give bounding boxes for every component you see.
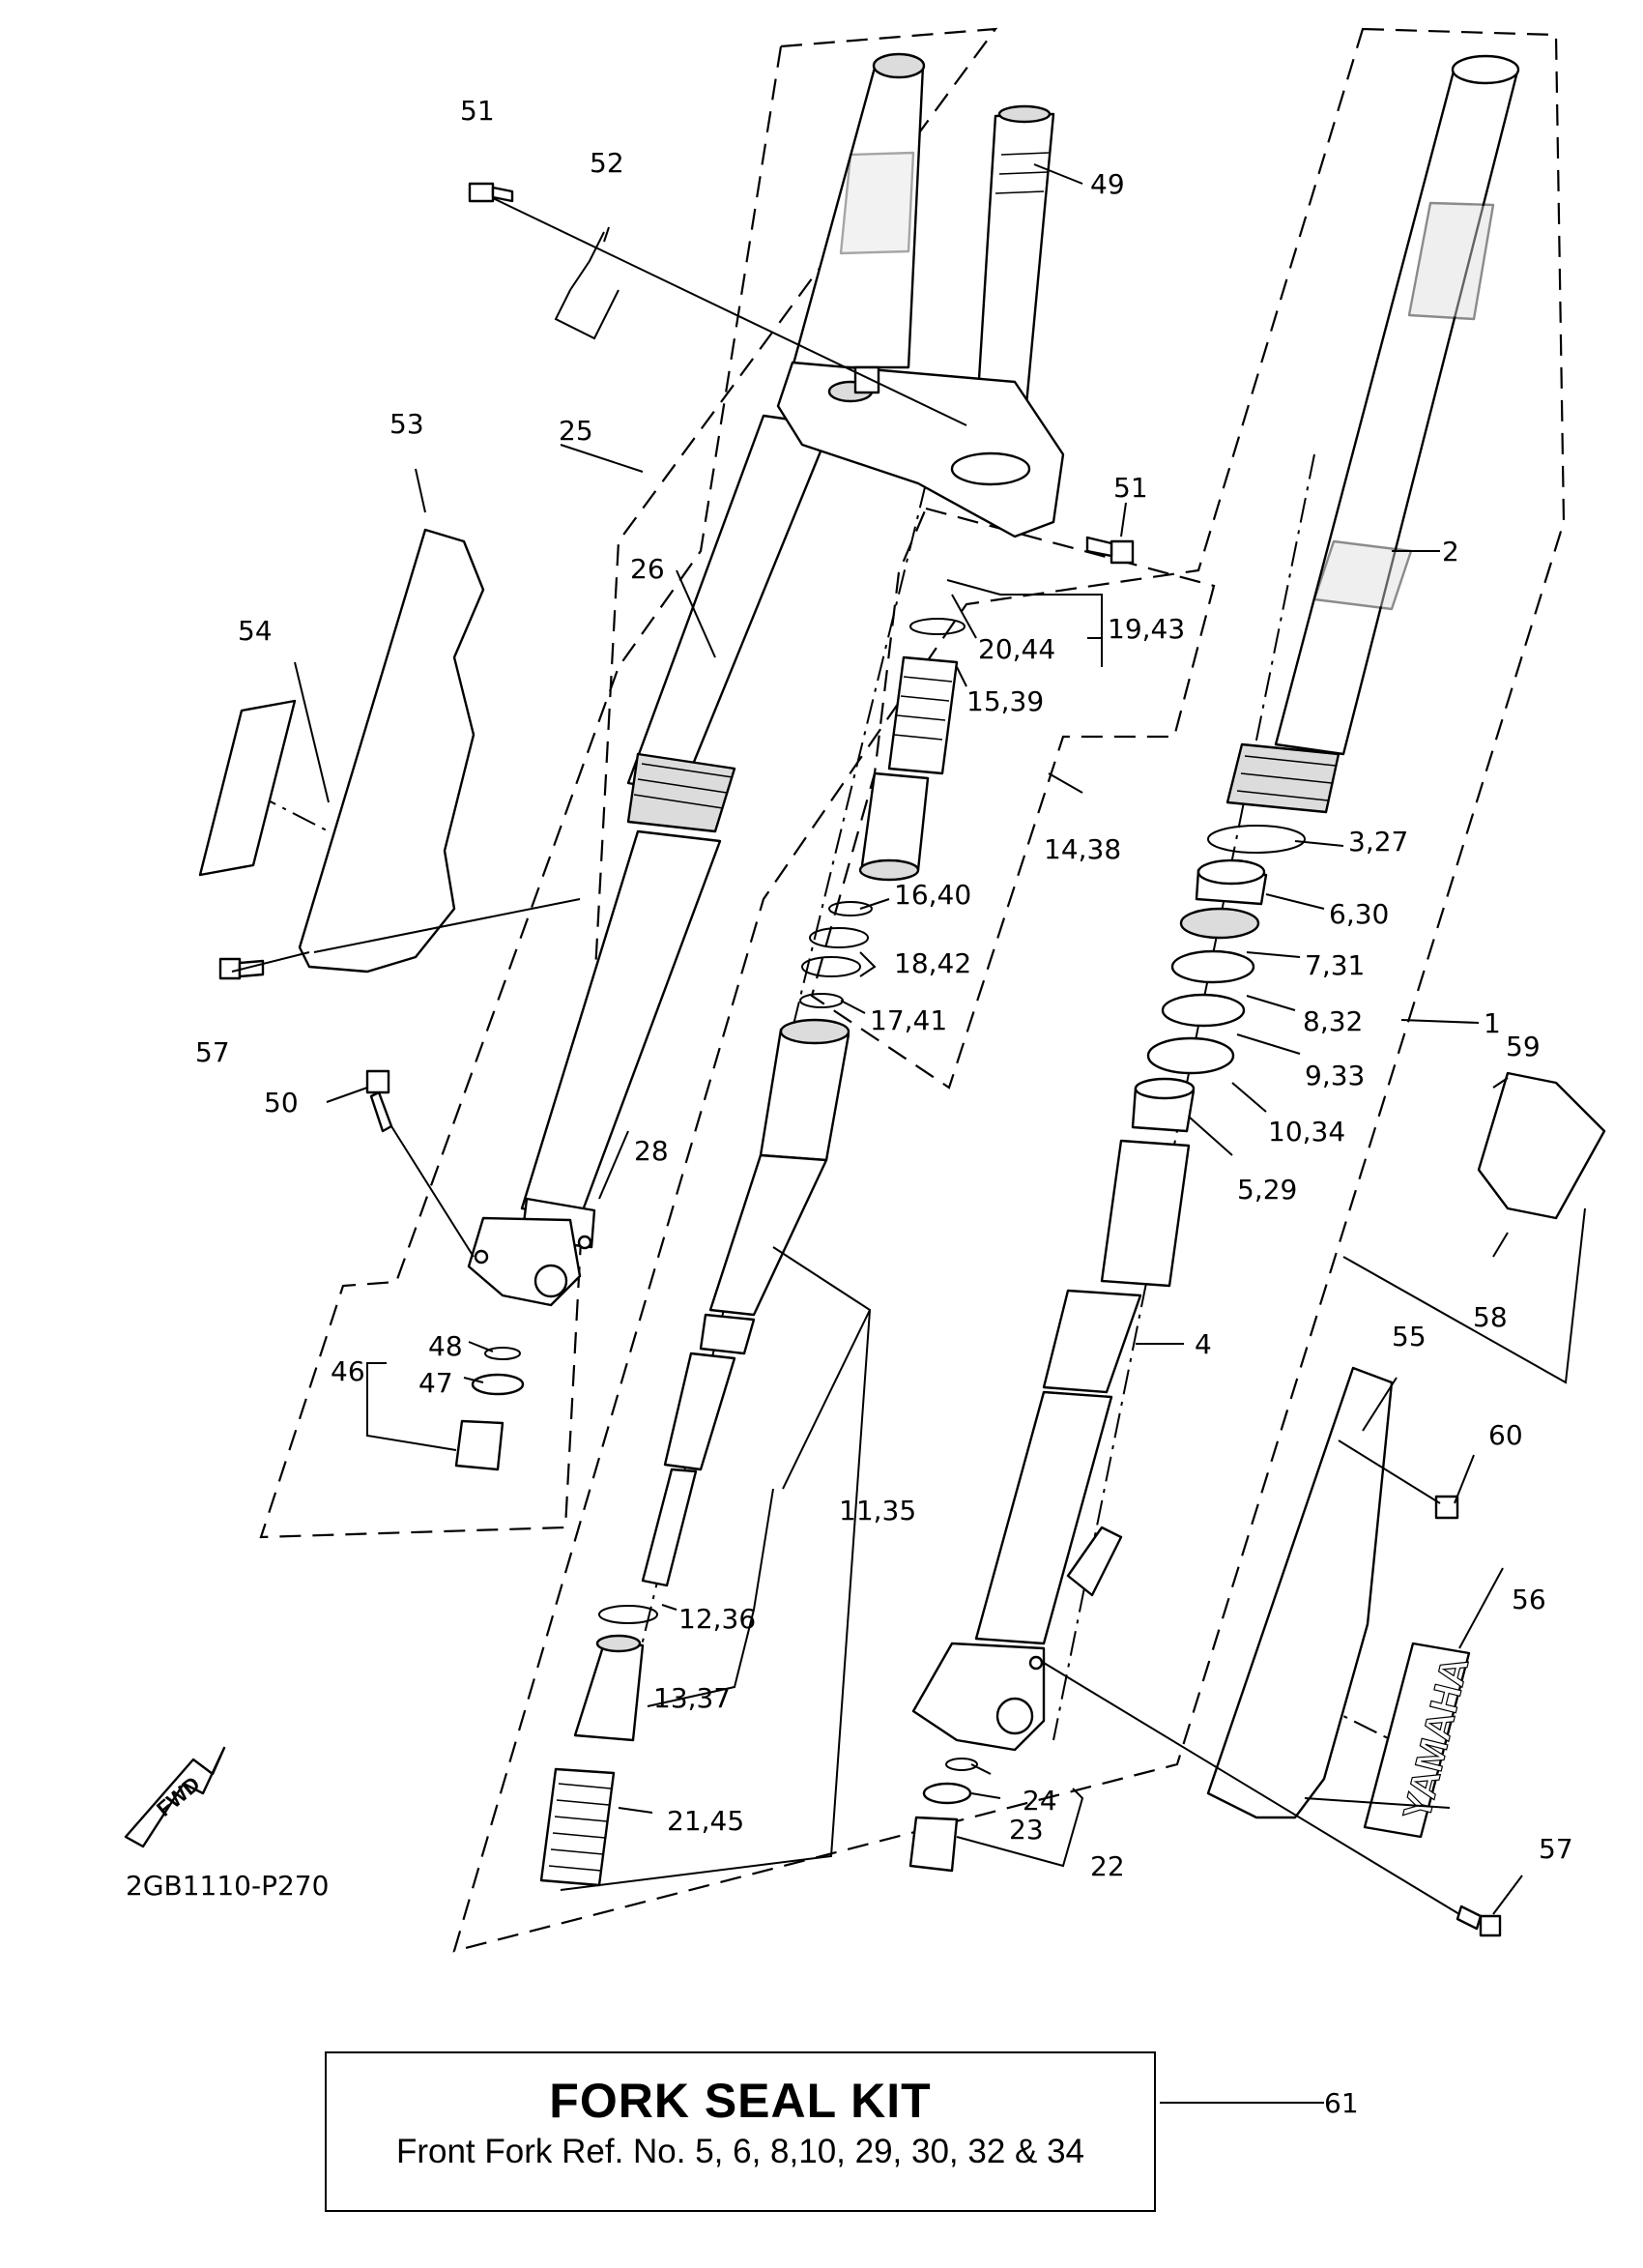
callout-25: 25 — [559, 415, 593, 447]
callout-5-29: 5,29 — [1237, 1174, 1297, 1206]
outer-fork-tube-2 — [1225, 54, 1520, 814]
oil-lock-13 — [573, 1605, 658, 1742]
lower-tube-4 — [974, 1139, 1191, 1645]
kit-title: FORK SEAL KIT — [549, 2074, 932, 2128]
callout-20-44: 20,44 — [978, 633, 1055, 665]
callout-11-35: 11,35 — [839, 1495, 916, 1527]
washer-47-48 — [454, 1347, 525, 1471]
bolt-51-right — [1085, 536, 1135, 565]
clip-52 — [554, 231, 620, 340]
callout-13-37: 13,37 — [653, 1682, 731, 1714]
callouts: 51 52 49 53 25 26 54 51 2 19,43 20,44 15… — [126, 95, 1573, 2119]
nut-60 — [1434, 1495, 1459, 1520]
callout-54: 54 — [238, 615, 273, 647]
callout-51-right: 51 — [1113, 472, 1148, 504]
damper-cylinder-11 — [641, 1018, 850, 1587]
diagram-code: 2GB1110-P270 — [126, 1870, 329, 1902]
callout-52: 52 — [590, 147, 624, 179]
axle-bracket-28 — [467, 1216, 592, 1307]
callout-19-43: 19,43 — [1108, 613, 1185, 645]
callout-28: 28 — [634, 1135, 669, 1167]
callout-57-left: 57 — [195, 1036, 230, 1068]
bolt-50 — [365, 1069, 393, 1133]
callout-58: 58 — [1473, 1301, 1508, 1333]
assembly-outline-14 — [810, 507, 1216, 1090]
guard-pad-59 — [1477, 1071, 1606, 1220]
callout-16-40: 16,40 — [894, 879, 971, 911]
axle-bracket-right — [911, 1642, 1046, 1752]
bolt-57-right — [1456, 1905, 1502, 1937]
callout-6-30: 6,30 — [1329, 898, 1389, 930]
callout-10-34: 10,34 — [1268, 1116, 1345, 1148]
inner-fork-tube-26 — [520, 52, 926, 1249]
damper-rod-15 — [858, 618, 966, 882]
callout-1: 1 — [1484, 1007, 1501, 1039]
callout-2: 2 — [1442, 536, 1459, 567]
washer-23-24 — [908, 1758, 978, 1873]
bolt-51-top — [468, 182, 514, 203]
callout-9-33: 9,33 — [1305, 1060, 1365, 1091]
callout-49: 49 — [1090, 168, 1125, 200]
decal-54 — [198, 699, 297, 877]
callout-57-right: 57 — [1539, 1833, 1573, 1865]
callout-23: 23 — [1009, 1814, 1044, 1846]
callout-61: 61 — [1324, 2087, 1359, 2119]
assembly-outline-1 — [452, 27, 1566, 1953]
callout-59: 59 — [1506, 1031, 1541, 1062]
assembly-outline-25 — [259, 27, 998, 1539]
callout-15-39: 15,39 — [966, 685, 1044, 717]
callout-55: 55 — [1392, 1321, 1427, 1352]
callout-18-42: 18,42 — [894, 947, 971, 979]
fwd-arrow: FWD — [124, 1746, 226, 1848]
callout-47: 47 — [418, 1367, 453, 1399]
callout-24: 24 — [1023, 1785, 1057, 1817]
callout-60: 60 — [1488, 1419, 1523, 1451]
callout-12-36: 12,36 — [678, 1603, 756, 1635]
fork-seal-kit-box: FORK SEAL KIT Front Fork Ref. No. 5, 6, … — [325, 2051, 1156, 2212]
callout-3-27: 3,27 — [1348, 826, 1408, 858]
callout-4: 4 — [1195, 1328, 1212, 1360]
callout-48: 48 — [428, 1330, 463, 1362]
decal-56: YAMAHA — [1363, 1642, 1478, 1839]
callout-56: 56 — [1512, 1584, 1546, 1615]
callout-46: 46 — [331, 1355, 365, 1387]
callout-26: 26 — [630, 553, 665, 585]
fork-guard-53 — [298, 528, 485, 974]
callout-8-32: 8,32 — [1303, 1005, 1363, 1037]
callout-17-41: 17,41 — [870, 1004, 947, 1036]
callout-51-top: 51 — [460, 95, 495, 127]
spring-21 — [539, 1767, 616, 1887]
steering-stem-49 — [974, 104, 1055, 427]
triple-clamp — [776, 361, 1065, 538]
callout-22: 22 — [1090, 1850, 1125, 1882]
kit-subtitle: Front Fork Ref. No. 5, 6, 8,10, 29, 30, … — [395, 2133, 1085, 2170]
callout-14-38: 14,38 — [1044, 833, 1121, 865]
callout-53: 53 — [389, 408, 424, 440]
seal-stack — [1131, 825, 1306, 1133]
callout-50: 50 — [264, 1087, 299, 1119]
fork-guard-55 — [1206, 1366, 1394, 1819]
callout-7-31: 7,31 — [1305, 949, 1365, 981]
seal-rings-18 — [799, 901, 873, 1008]
callout-21-45: 21,45 — [667, 1805, 744, 1837]
leader-lines — [231, 163, 1586, 2104]
